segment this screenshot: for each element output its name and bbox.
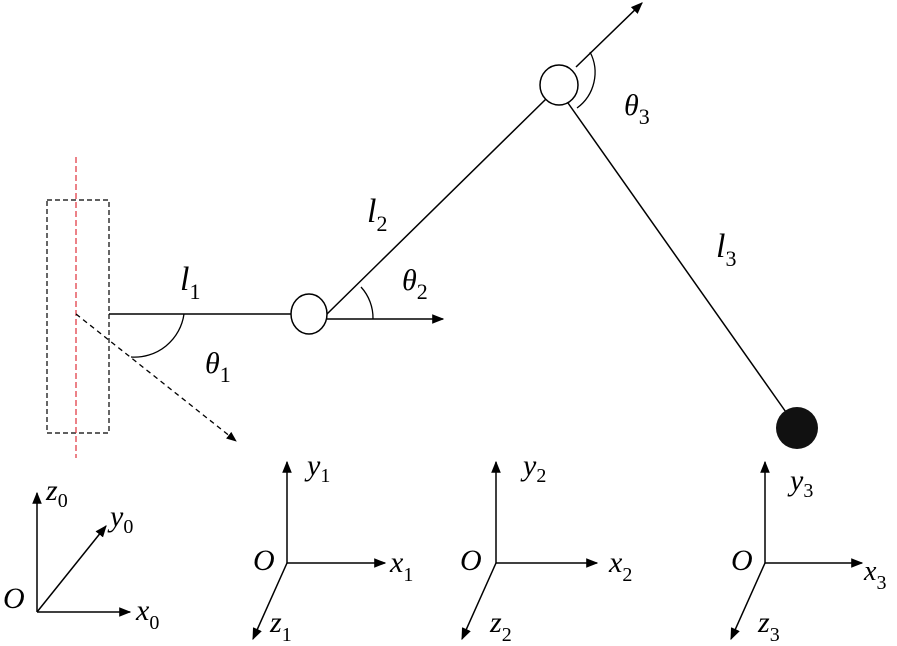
frame-0-y-label: y0 bbox=[107, 500, 133, 538]
frame-1: O y1 x1 z1 bbox=[252, 449, 413, 646]
frame-3-x-label: x3 bbox=[863, 556, 886, 594]
theta3-label: θ3 bbox=[624, 89, 650, 129]
frame-3-z-axis bbox=[730, 562, 766, 641]
frame-1-y-label: y1 bbox=[304, 449, 330, 487]
base-direction-arrow bbox=[75, 313, 237, 442]
frame-2-z-label: z2 bbox=[489, 606, 512, 646]
frame-0: O z0 y0 x0 bbox=[3, 474, 159, 634]
frame-0-origin-label: O bbox=[3, 582, 25, 615]
frame-1-z-axis bbox=[252, 562, 288, 641]
frame-2: O y2 x2 z2 bbox=[460, 449, 632, 646]
frame-3-origin-label: O bbox=[731, 544, 753, 577]
frame-0-x-label: x0 bbox=[135, 594, 159, 634]
theta1-label: θ1 bbox=[205, 347, 231, 387]
frame-1-x-label: x1 bbox=[389, 546, 413, 586]
theta3-arc bbox=[576, 51, 596, 109]
theta2-arc bbox=[360, 286, 374, 320]
frame-2-x-label: x2 bbox=[608, 546, 632, 586]
frame-2-z-axis bbox=[461, 562, 497, 641]
frame-2-origin-label: O bbox=[460, 544, 482, 577]
link-1-label: l1 bbox=[180, 261, 200, 304]
frame-3-y-label: y3 bbox=[787, 464, 813, 502]
frame-0-y-axis bbox=[36, 525, 107, 613]
frame-3: O y3 x3 z3 bbox=[730, 460, 886, 646]
frame-1-z-label: z1 bbox=[269, 606, 292, 646]
frame-3-z-label: z3 bbox=[757, 606, 780, 646]
link-2 bbox=[326, 98, 547, 315]
link-2-label: l2 bbox=[367, 193, 387, 236]
link-3-label: l3 bbox=[716, 228, 736, 271]
frame-1-origin-label: O bbox=[253, 544, 275, 577]
joint-3 bbox=[539, 64, 579, 106]
frame-0-z-label: z0 bbox=[45, 474, 68, 512]
joint-3-reference-arrow bbox=[575, 2, 643, 68]
joint-2 bbox=[290, 293, 328, 335]
theta2-label: θ2 bbox=[402, 264, 428, 304]
base-mount-outline bbox=[46, 199, 110, 434]
frame-2-y-label: y2 bbox=[520, 449, 546, 487]
end-effector bbox=[776, 407, 818, 449]
theta1-arc bbox=[130, 313, 185, 358]
link-3 bbox=[567, 102, 789, 416]
